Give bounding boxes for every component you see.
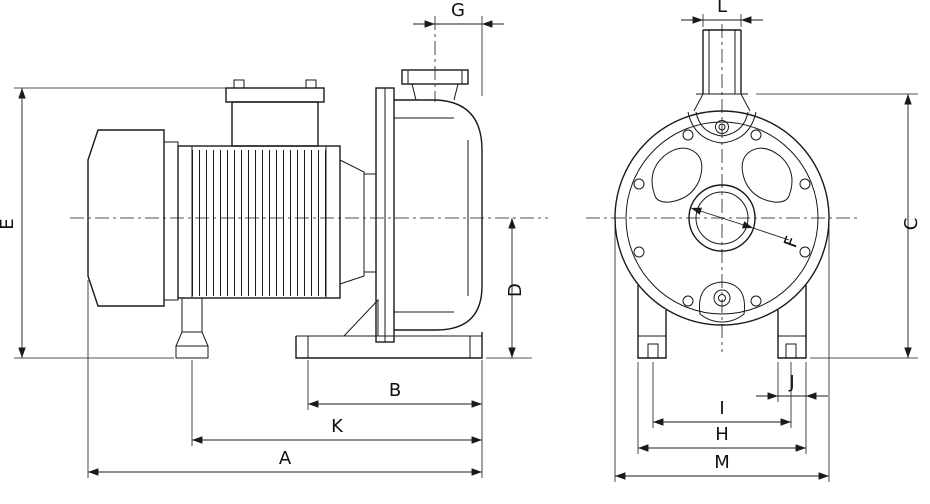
front-foot-left-slot <box>647 343 659 358</box>
dim-label-d: D <box>505 283 526 297</box>
discharge-pipe-flare <box>693 93 704 112</box>
bolt-hole <box>799 178 811 190</box>
dim-label-c: C <box>901 218 922 231</box>
terminal-box-bolt <box>233 79 245 89</box>
terminal-box-bolt <box>305 79 317 89</box>
discharge-neck <box>411 83 417 101</box>
bottom-boss <box>698 281 746 323</box>
front-view <box>586 24 858 359</box>
dimension-J: J <box>756 362 828 402</box>
dim-label-k: K <box>331 416 344 437</box>
motor-foot-flare <box>175 331 209 347</box>
front-foot-right <box>777 285 807 359</box>
dim-label-g: G <box>451 0 465 21</box>
dim-label-b: B <box>389 380 401 401</box>
terminal-box-lid <box>225 87 325 103</box>
terminal-box <box>231 101 319 147</box>
motor-fins <box>192 150 326 296</box>
bearing-housing <box>363 173 377 273</box>
motor-foot-pad <box>175 345 209 359</box>
front-foot-right-slot <box>785 343 797 358</box>
dimension-F: F <box>690 207 803 251</box>
flange-inner-circle <box>625 121 819 315</box>
drain-plug <box>713 289 731 307</box>
flange-outer-circle <box>614 110 830 326</box>
dimension-A: A <box>87 280 482 478</box>
dimension-G: G <box>413 0 504 96</box>
dim-label-i: I <box>719 398 724 419</box>
side-view <box>70 16 548 359</box>
kidney-slot-right <box>741 147 793 203</box>
dimension-K: K <box>191 360 482 446</box>
bolt-hole <box>750 295 762 307</box>
bolt-hole <box>682 295 694 307</box>
dim-label-m: M <box>714 452 730 473</box>
bolt-hole <box>633 178 645 190</box>
top-yoke-inner <box>695 111 749 137</box>
dim-label-l: L <box>717 0 727 17</box>
top-plug <box>715 120 729 134</box>
dimension-L: L <box>681 0 763 27</box>
volute-casing <box>394 99 483 331</box>
kidney-slot-left <box>651 147 703 203</box>
dimension-B: B <box>307 360 483 478</box>
adapter-bracket <box>339 159 365 285</box>
leader-tail <box>752 227 790 241</box>
dim-label-f: F <box>780 234 803 251</box>
fan-cover <box>87 129 165 307</box>
bolt-hole <box>750 129 762 141</box>
motor-ring <box>163 141 179 301</box>
dimension-M: M <box>614 224 830 482</box>
support-gusset <box>342 298 379 337</box>
dimension-D: D <box>486 218 532 359</box>
dimension-C: C <box>756 93 922 359</box>
suction-port-outer <box>688 184 756 252</box>
dimension-H: H <box>637 362 807 454</box>
dim-label-j: J <box>788 372 794 393</box>
discharge-neck <box>453 83 459 101</box>
front-foot-left <box>637 285 667 359</box>
bolt-hole <box>682 129 694 141</box>
dimension-I: I <box>652 362 792 428</box>
dimension-E: E <box>0 87 230 359</box>
top-yoke-outer <box>687 111 757 144</box>
motor-foot-stem <box>181 297 203 333</box>
discharge-pipe-flare <box>740 93 751 112</box>
dim-label-e: E <box>0 218 18 229</box>
dim-label-a: A <box>279 448 292 469</box>
top-plug-center <box>718 123 726 131</box>
drain-plug-center <box>718 294 726 302</box>
base-foot <box>295 332 483 359</box>
dim-label-h: H <box>715 424 729 445</box>
diameter-leader <box>690 207 754 229</box>
bolt-hole <box>799 246 811 258</box>
bolt-hole <box>633 246 645 258</box>
